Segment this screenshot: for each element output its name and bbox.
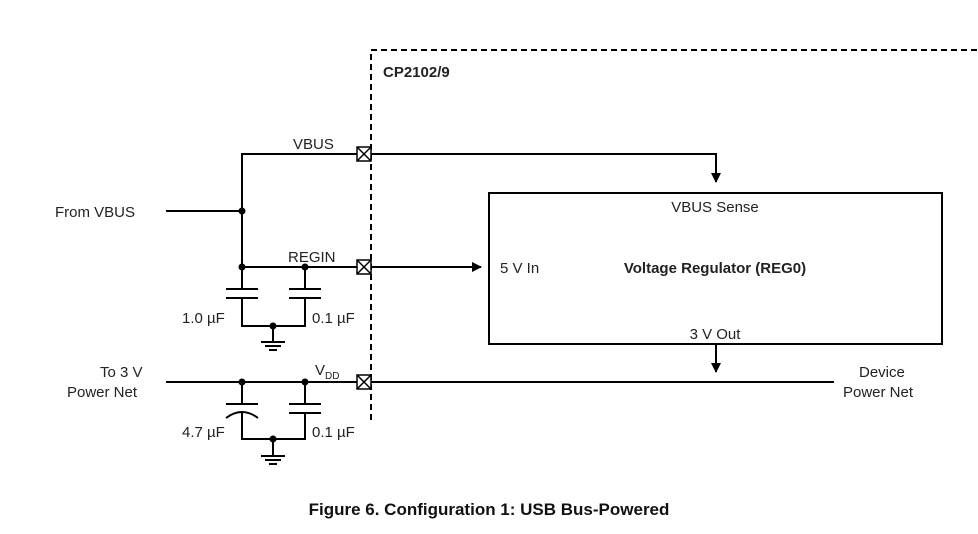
pin-label-vdd-main: V <box>315 362 325 379</box>
capacitor-4-label: 0.1 µF <box>312 424 355 441</box>
chip-boundary <box>370 49 978 420</box>
device-power-label-line2: Power Net <box>843 384 914 401</box>
pin-label-vbus: VBUS <box>293 136 334 153</box>
pin-vbus-icon <box>356 146 372 162</box>
vbus-wire-left <box>241 153 357 267</box>
regulator-5v-in-label: 5 V In <box>500 260 539 277</box>
device-power-label-line1: Device <box>859 364 905 381</box>
ground-2-icon <box>261 439 285 465</box>
chip-label: CP2102/9 <box>383 64 450 81</box>
voltage-regulator-block <box>488 192 943 345</box>
figure-caption: Figure 6. Configuration 1: USB Bus-Power… <box>309 500 670 519</box>
capacitor-1-icon <box>226 267 273 327</box>
to-3v-label-line1: To 3 V <box>100 364 143 381</box>
vbus-sense-wire <box>371 153 721 183</box>
pin-regin-icon <box>356 259 372 275</box>
pin-vdd-icon <box>356 374 372 390</box>
capacitor-2-label: 0.1 µF <box>312 310 355 327</box>
ground-1-icon <box>261 326 285 351</box>
capacitor-3-label: 4.7 µF <box>182 424 225 441</box>
pin-label-vdd-sub: DD <box>325 371 339 382</box>
regulator-title: Voltage Regulator (REG0) <box>624 260 806 277</box>
capacitor-3-icon <box>225 382 273 440</box>
to-3v-label-line2: Power Net <box>67 384 138 401</box>
from-vbus-label: From VBUS <box>55 204 135 221</box>
pin-label-regin: REGIN <box>288 249 336 266</box>
capacitor-2-icon <box>273 267 321 327</box>
capacitor-1-label: 1.0 µF <box>182 310 225 327</box>
vbus-junction-dot <box>238 207 246 215</box>
regulator-vbus-sense-label: VBUS Sense <box>671 199 759 216</box>
capacitor-4-icon <box>273 382 321 440</box>
pin-label-vdd: VDD <box>315 362 339 382</box>
regulator-3v-out-label: 3 V Out <box>690 326 742 343</box>
